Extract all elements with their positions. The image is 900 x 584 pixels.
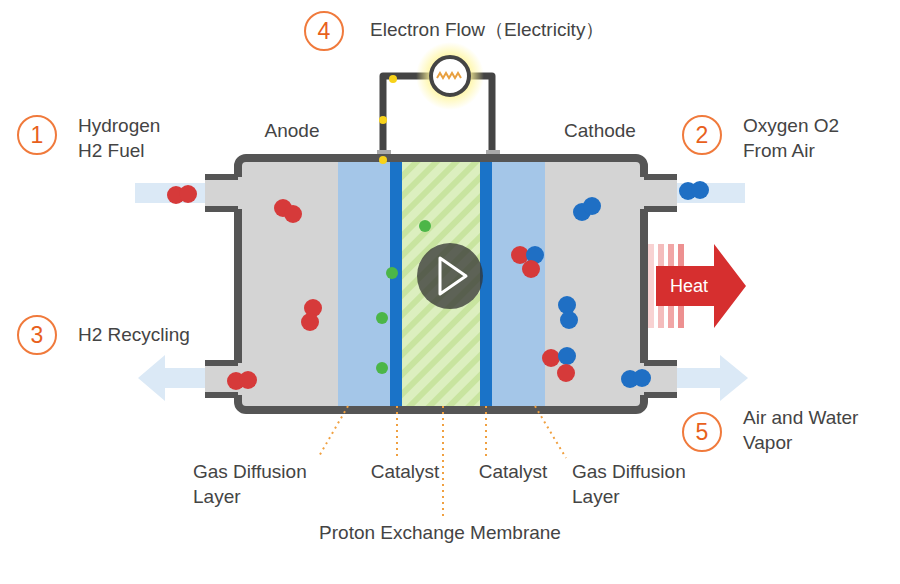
layer-label: Gas Diffusion Layer	[572, 459, 702, 509]
outlet-label: Air and Water Vapor	[743, 405, 888, 455]
callout-number: 5	[682, 412, 722, 452]
callout-text: 5	[696, 419, 709, 446]
layer-label: Proton Exchange Membrane	[319, 520, 561, 545]
callout-number: 4	[304, 11, 344, 51]
layer-label: Catalyst	[479, 459, 548, 484]
heat-label: Heat	[658, 273, 720, 299]
callout-number: 2	[682, 115, 722, 155]
electron-flow-label: Electron Flow（Electricity）	[370, 17, 690, 42]
callout-text: 2	[696, 122, 709, 149]
electrode-label: Cathode	[564, 118, 636, 143]
electrode-label: Anode	[265, 118, 320, 143]
callout-text: 1	[31, 122, 44, 149]
outlet-label: H2 Recycling	[78, 322, 228, 347]
heat-arrow: Heat	[648, 240, 748, 332]
callout-number: 1	[17, 115, 57, 155]
callout-text: 4	[318, 18, 331, 45]
inlet-label: Hydrogen H2 Fuel	[78, 113, 178, 163]
inlet-label: Oxygen O2 From Air	[743, 113, 858, 163]
layer-label: Gas Diffusion Layer	[193, 459, 323, 509]
callout-number: 3	[17, 315, 57, 355]
layer-label: Catalyst	[371, 459, 440, 484]
callout-text: 3	[31, 322, 44, 349]
